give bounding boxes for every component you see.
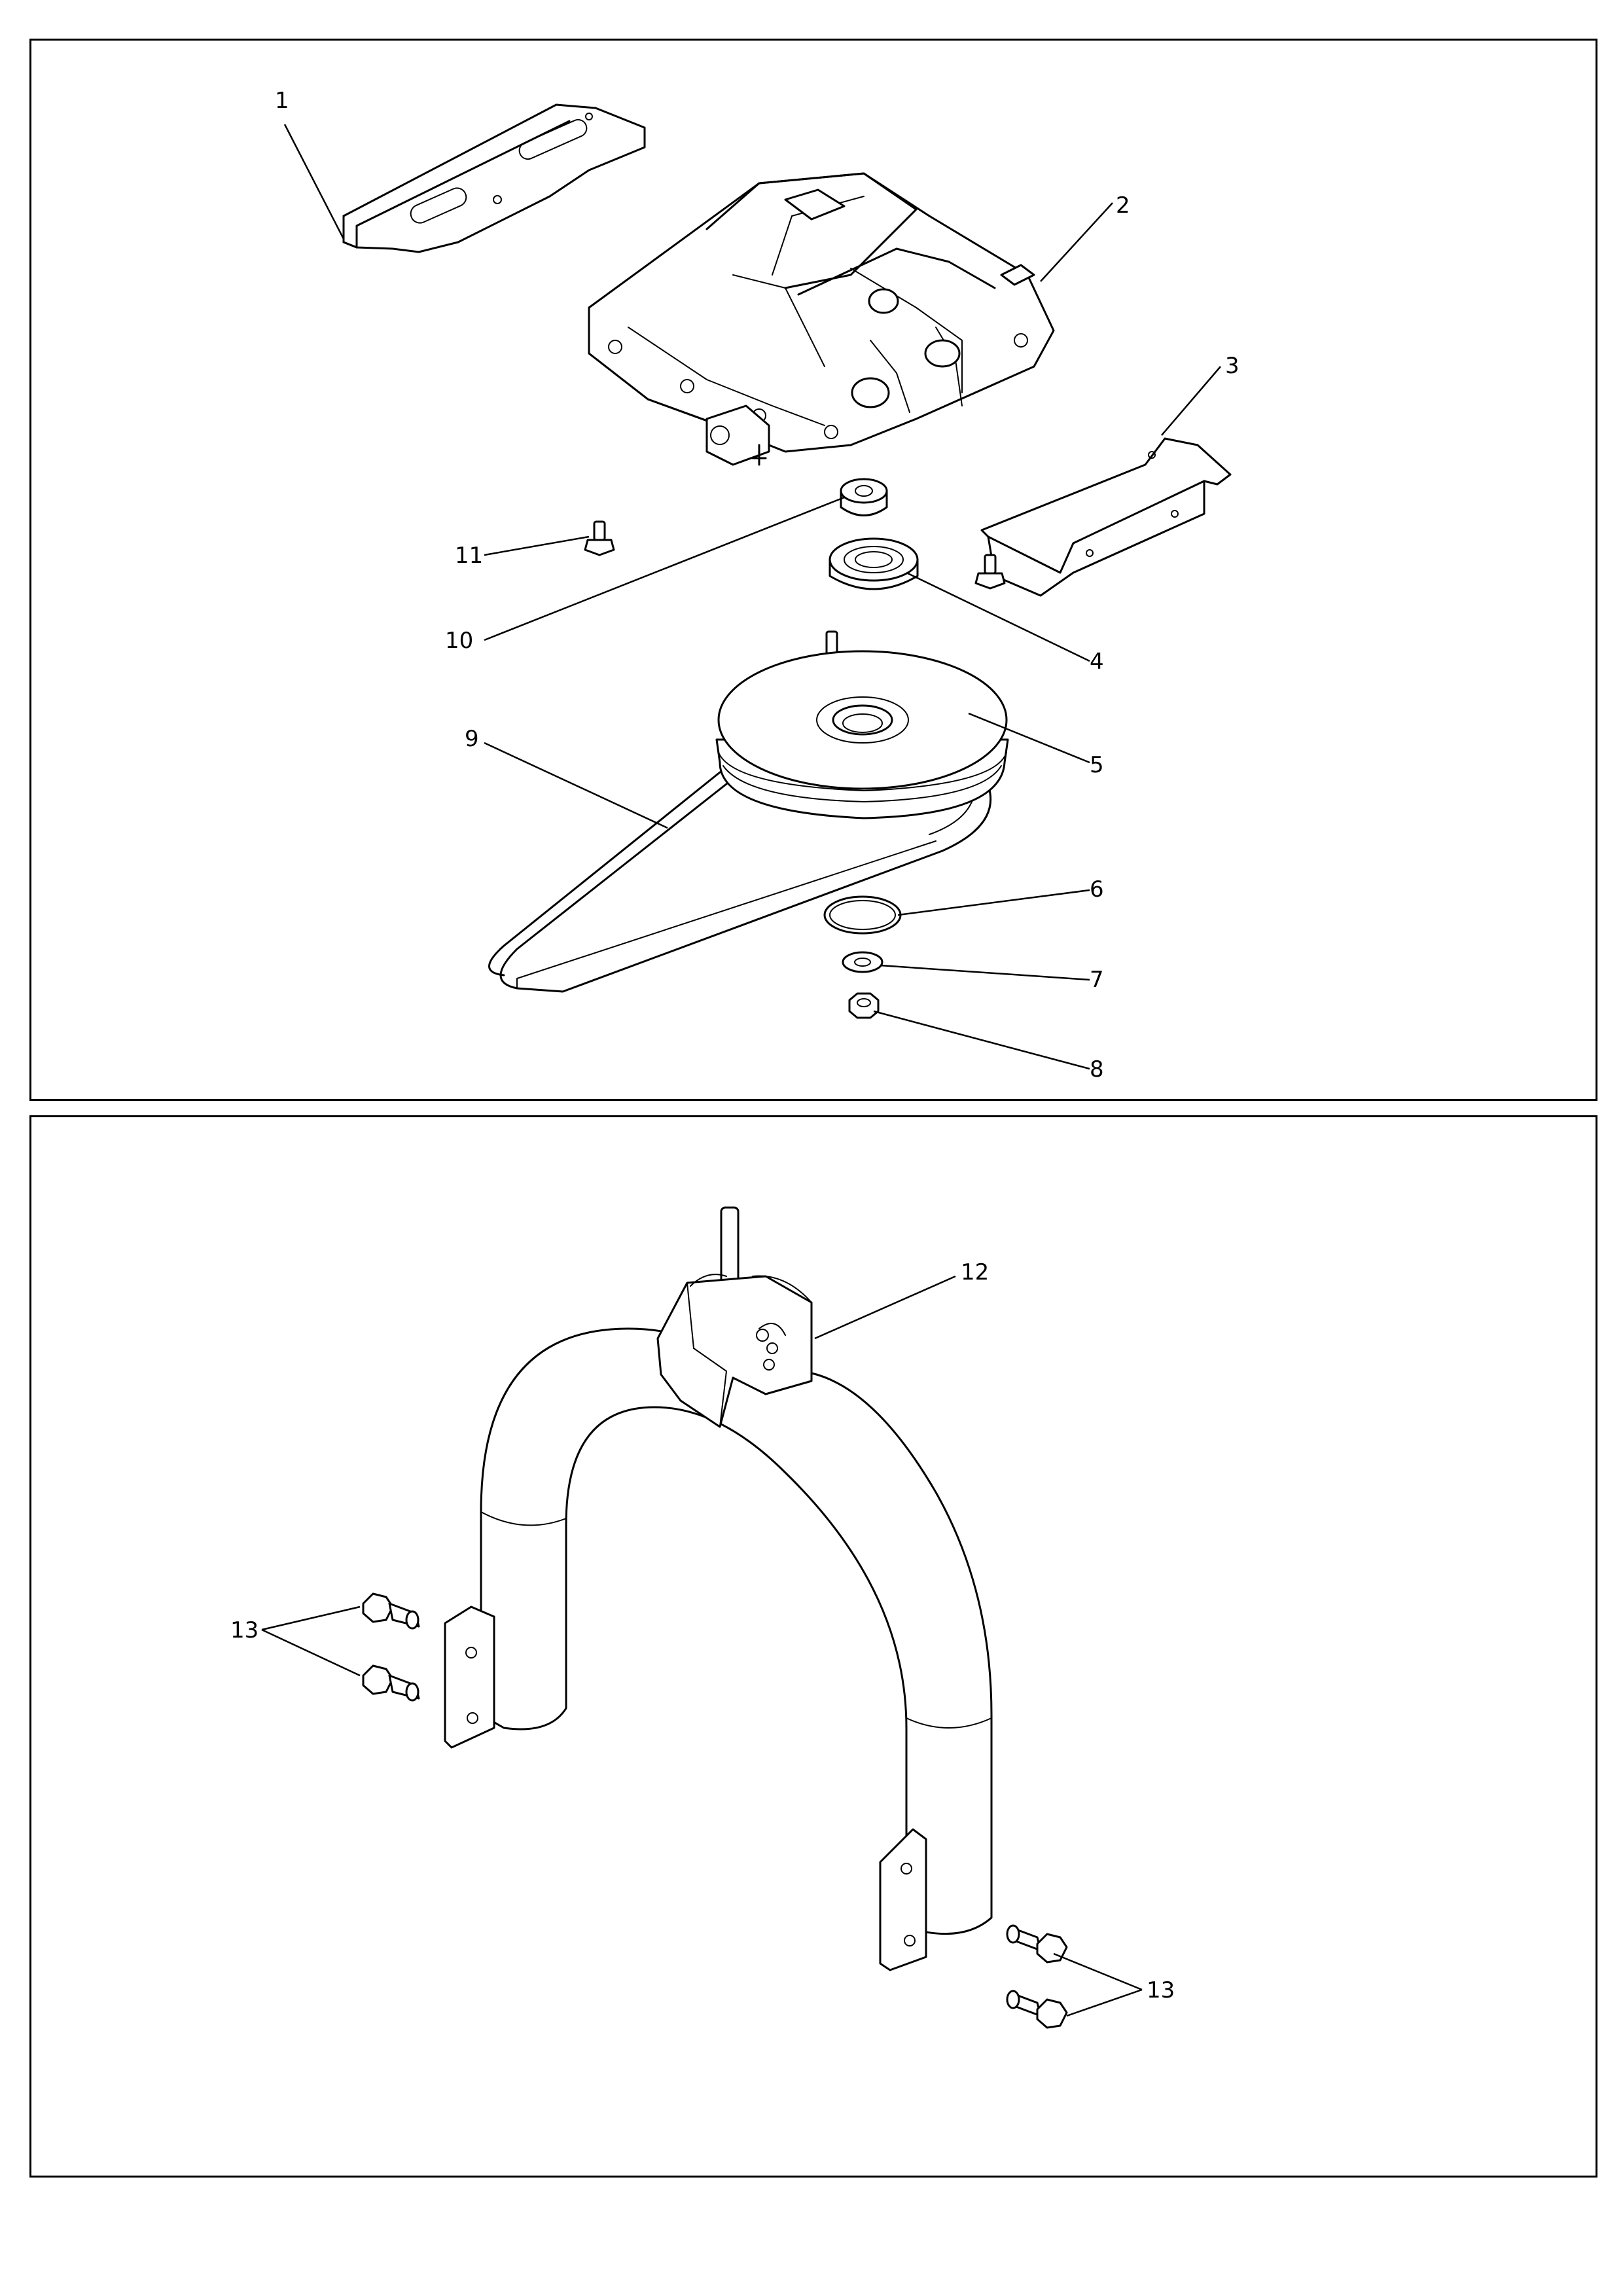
leader-lines-bottom bbox=[261, 1275, 1143, 2017]
part-3-angle-bracket bbox=[980, 437, 1232, 597]
part-5-pulley bbox=[715, 650, 1009, 819]
part-13-bolts-right bbox=[1006, 1924, 1068, 2029]
part-8-nut bbox=[848, 992, 880, 1019]
callout-5: 5 bbox=[1090, 752, 1104, 778]
callout-13-left: 13 bbox=[230, 1617, 259, 1643]
part-10-bushing bbox=[840, 478, 888, 516]
callout-6: 6 bbox=[1090, 876, 1104, 903]
part-13-bolts-left bbox=[362, 1592, 420, 1702]
part-4-bearing bbox=[829, 537, 919, 590]
callout-12: 12 bbox=[961, 1259, 989, 1285]
callout-7: 7 bbox=[1090, 967, 1104, 993]
part-6-circlip bbox=[823, 895, 902, 935]
bracket-bolt bbox=[974, 554, 1006, 590]
part-1-bracket bbox=[342, 103, 646, 253]
callout-10: 10 bbox=[445, 628, 473, 654]
callout-4: 4 bbox=[1090, 649, 1104, 675]
callout-9: 9 bbox=[465, 726, 479, 752]
leader-lines-top bbox=[283, 124, 1221, 1070]
part-7-washer bbox=[842, 951, 883, 973]
callout-2: 2 bbox=[1116, 192, 1130, 219]
callout-1: 1 bbox=[275, 88, 289, 114]
part-11-bolt bbox=[584, 520, 615, 556]
bottom-diagram-panel bbox=[29, 1115, 1597, 2178]
callout-3: 3 bbox=[1225, 353, 1240, 379]
callout-11: 11 bbox=[455, 543, 483, 569]
callout-13-right: 13 bbox=[1147, 1977, 1175, 2003]
callout-8: 8 bbox=[1090, 1056, 1104, 1083]
part-2-gearbox-housing bbox=[588, 172, 1055, 466]
callout-labels: 1 2 3 4 5 6 7 8 9 10 11 12 13 13 bbox=[230, 88, 1240, 2003]
part-12-handle-frame bbox=[444, 1206, 993, 1971]
